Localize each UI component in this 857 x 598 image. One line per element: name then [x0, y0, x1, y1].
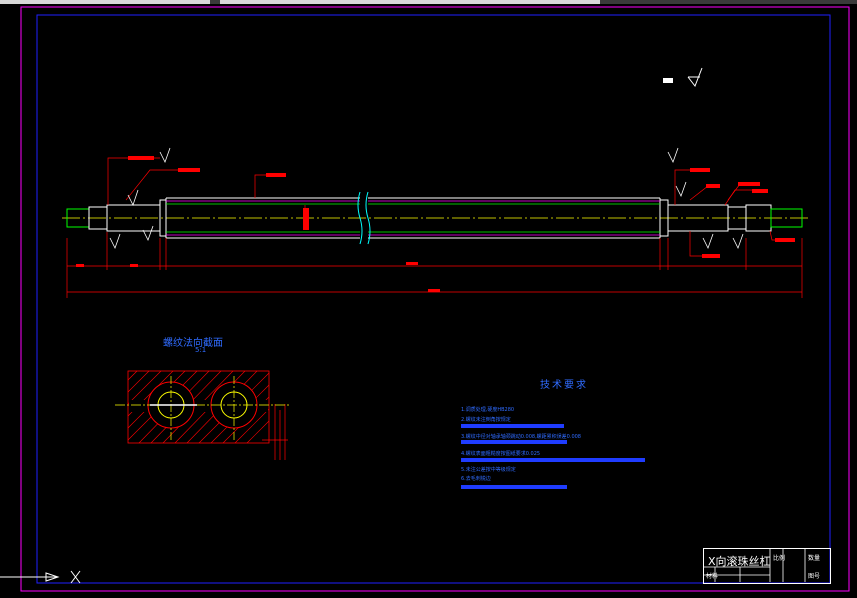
tech-note-line: 4.螺纹表面粗糙度按图纸要求0.025: [461, 451, 541, 457]
ucs-axis-icon[interactable]: [0, 570, 81, 584]
tech-note-line: 1.调质处理,硬度HB280: [461, 407, 515, 413]
tech-note-line: 6.去毛刺锐边: [461, 476, 491, 482]
section-view-scale: 5:1: [195, 346, 207, 354]
tab-strip-left[interactable]: [0, 0, 210, 4]
tech-notes-title: 技术要求: [540, 380, 588, 391]
part-name: X向滚珠丝杠: [708, 555, 771, 568]
dimension-labels: [76, 156, 795, 292]
tech-note-highlight-bar: [461, 424, 564, 428]
title-cell-qty: 数量: [808, 555, 821, 562]
title-block: X向滚珠丝杠 比例 数量 材料 图号: [703, 548, 831, 584]
tab-strip-right[interactable]: [220, 0, 600, 4]
shaft-outline: [66, 197, 803, 239]
sheet-frame: [20, 6, 850, 592]
surface-roughness-icon: [663, 67, 703, 88]
title-cell-scale: 比例: [773, 555, 786, 562]
drawing-border: [36, 14, 831, 584]
tech-note-line: 2.螺纹未注倒角按规定: [461, 417, 511, 423]
window-top-strip: [0, 0, 857, 4]
tech-note-highlight-bar: [461, 458, 645, 462]
thread-section-view: [115, 370, 290, 444]
tech-note-line: 3.螺纹中径对轴承轴颈跳动0.008,螺距累积误差0.008: [461, 434, 581, 440]
thread-lines: [166, 200, 660, 236]
title-cell-material: 材料: [706, 573, 719, 580]
section-view-title: 螺纹法向截面: [163, 338, 223, 349]
title-block-grid: [703, 548, 806, 582]
tech-note-highlight-bar: [461, 485, 567, 489]
tech-note-line: 5.未注公差按中等级规定: [461, 467, 516, 473]
title-cell-number: 图号: [808, 573, 821, 580]
tech-note-highlight-bar: [461, 440, 567, 444]
roughness-marks: [109, 147, 744, 250]
break-lines: [357, 191, 371, 245]
